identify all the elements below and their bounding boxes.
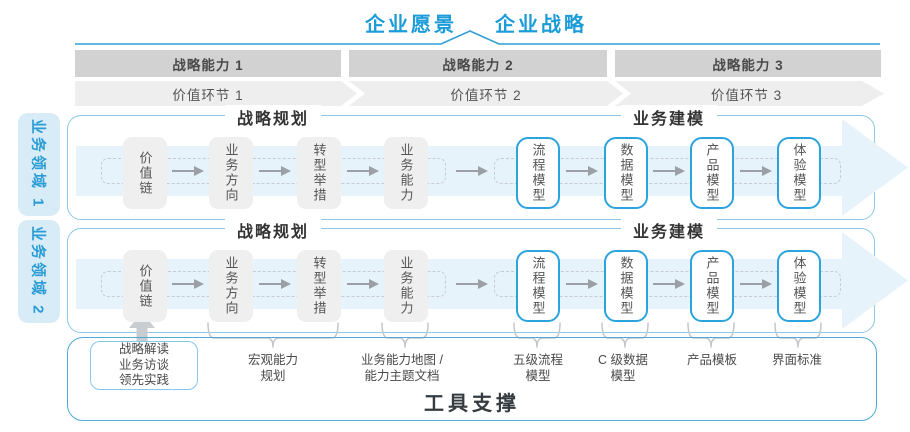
flow-arrow-head [842,119,908,216]
flow-arrow-head [842,232,908,329]
dashed-track-planning [101,271,446,297]
callout-line: 战略解读 [118,342,169,357]
flow-step-arrow [172,279,204,289]
value-chain-band-3: 价值环节 3 [615,81,884,106]
business-modeling-header: 业务建模 [620,105,718,129]
flow-step-arrow [259,279,291,289]
flow-step-arrow [259,166,291,176]
strategic-planning-header: 战略规划 [224,218,322,242]
node-process-model: 流程模型 [516,137,560,209]
flow-step-arrow [653,166,685,176]
flow-step-arrow [566,279,598,289]
strategic-planning-header: 战略规划 [224,105,322,129]
strategy-title: 企业战略 [495,14,587,36]
node-value-chain: 价值链 [123,137,167,209]
business-domain-row-2: 战略规划 业务建模 价值链 业务方向 转型举措 业务能力 流程模型 数据模型 产… [67,218,908,333]
tool-support-title: 工具支撑 [424,393,520,415]
dashed-track-planning [101,158,446,184]
tool-support-container: 工具支撑 [67,337,877,421]
dashed-track-modeling [494,271,841,297]
flow-step-arrow [653,279,685,289]
capability-band-1: 战略能力 1 [75,50,341,77]
flow-step-arrow [740,279,772,289]
node-transformation-initiatives: 转型举措 [297,250,341,322]
flow-step-arrow [456,279,488,289]
vision-title: 企业愿景 [365,14,457,36]
capability-band-3: 战略能力 3 [615,50,881,77]
callout-line: 领先实践 [118,373,169,388]
node-experience-model: 体验模型 [777,250,821,322]
node-transformation-initiatives: 转型举措 [297,137,341,209]
callout-line: 业务访谈 [118,357,169,372]
node-value-chain: 价值链 [123,250,167,322]
flow-step-arrow [566,166,598,176]
node-product-model: 产品模型 [690,137,734,209]
node-product-model: 产品模型 [690,250,734,322]
domain-label-1: 业务领域 1 [18,113,60,216]
node-data-model: 数据模型 [604,250,648,322]
value-chain-band-2: 价值环节 2 [349,81,623,106]
value-chain-band-1: 价值环节 1 [75,81,357,106]
flow-step-arrow [456,166,488,176]
flow-step-arrow [740,166,772,176]
node-experience-model: 体验模型 [777,137,821,209]
strategy-inputs-box: 战略解读 业务访谈 领先实践 [90,341,198,390]
tool-label-macro-capability: 宏观能力 规划 [247,353,299,383]
flow-step-arrow [347,166,379,176]
flow-step-arrow [347,279,379,289]
tool-label-capability-map: 业务能力地图 / 能力主题文档 [361,353,443,383]
dashed-track-modeling [494,158,841,184]
node-business-capability: 业务能力 [384,137,428,209]
tool-label-process-model: 五级流程 模型 [512,353,564,383]
tool-label-ui-standard: 界面标准 [771,353,823,367]
node-data-model: 数据模型 [604,137,648,209]
business-domain-row-1: 战略规划 业务建模 价值链 业务方向 转型举措 业务能力 流程模型 数据模型 产… [67,105,908,220]
tool-label-product-template: 产品模板 [686,353,738,367]
flow-step-arrow [172,166,204,176]
node-business-capability: 业务能力 [384,250,428,322]
domain-label-2: 业务领域 2 [18,220,60,323]
capability-band-2: 战略能力 2 [349,50,607,77]
enterprise-titles: 企业愿景 企业战略 [365,8,587,37]
node-business-direction: 业务方向 [209,250,253,322]
tool-label-data-model: C 级数据 模型 [597,353,649,383]
node-process-model: 流程模型 [516,250,560,322]
business-modeling-header: 业务建模 [620,218,718,242]
node-business-direction: 业务方向 [209,137,253,209]
